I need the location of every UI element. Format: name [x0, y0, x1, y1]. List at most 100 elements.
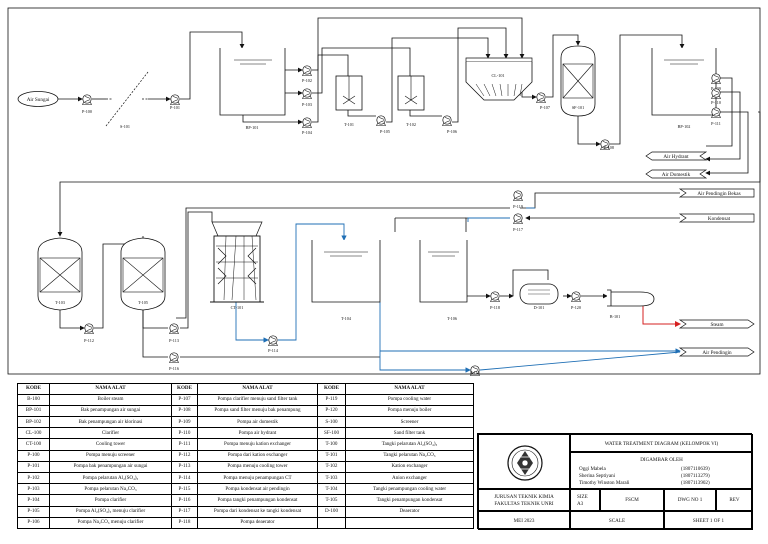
- pump-p118-label: P-118: [490, 305, 500, 310]
- legend-name-cell: Pompa clarifier: [49, 494, 172, 507]
- legend-code-cell: P-120: [317, 404, 346, 418]
- legend-code-cell: S-100: [317, 416, 346, 429]
- pump-p100: P-100: [82, 94, 92, 114]
- rev-cell: REV: [716, 489, 753, 511]
- screener-label: S-101: [120, 124, 130, 129]
- pump-p104-label: P-104: [302, 130, 313, 135]
- cooling-tower-label: CT-101: [231, 305, 244, 310]
- legend-name-cell: Pompa dari kondensat ke tangki kondensat: [197, 505, 318, 518]
- river-source-label: Air Sungai: [27, 97, 50, 103]
- size-cell: SIZE A3: [570, 489, 600, 511]
- legend-code-cell: P-102: [17, 471, 50, 485]
- legend-code-cell: P-107: [171, 393, 198, 406]
- tank-t104-label: T-104: [341, 316, 352, 321]
- legend-name-cell: Pompa air domestik: [197, 416, 318, 429]
- pump-p113-label: P-113: [169, 338, 179, 343]
- legend-name-cell: Pompa menuju cooling tower: [197, 460, 318, 474]
- tank-t101: T-101: [335, 75, 363, 127]
- authors-cell: DIGAMBAR OLEH Oggi Mabela (1807110639) S…: [570, 452, 753, 489]
- legend-code-cell: CL-100: [17, 427, 50, 440]
- legend-code-cell: T-102: [317, 460, 346, 474]
- legend-code-cell: P-100: [17, 449, 50, 462]
- legend-header-code: KODE: [17, 383, 50, 395]
- pump-p102-label: P-102: [302, 78, 312, 83]
- legend-code-cell: P-119: [317, 393, 346, 406]
- legend-name-cell: Screener: [345, 416, 474, 429]
- legend-name-cell: Cooling tower: [49, 438, 172, 451]
- legend-name-cell: Pompa deaerator: [197, 516, 318, 530]
- clarifier-label: CL-101: [491, 73, 504, 78]
- rev-label: REV: [729, 497, 740, 503]
- legend-name-cell: Boiler steam: [49, 393, 172, 406]
- legend-header-name: NAMA ALAT: [345, 383, 474, 395]
- tank-t102: T-102: [397, 75, 425, 127]
- legend-code-cell: P-113: [171, 460, 198, 474]
- pump-p106-label: P-106: [447, 129, 457, 134]
- legend-name-cell: Bak penampungan air sungai: [49, 404, 172, 418]
- pump-p117: P-117: [513, 213, 523, 232]
- legend-header-code: KODE: [317, 383, 346, 395]
- pump-p104: P-104: [302, 117, 313, 135]
- legend-code-cell: D-100: [317, 505, 346, 518]
- legend-code-cell: P-110: [171, 427, 198, 440]
- flag-air-pendingin-label: Air Pendingin: [702, 350, 732, 356]
- legend-name-cell: Pompa tangki penampungan kondensat: [197, 494, 318, 507]
- legend-name-cell: Pompa sand filter menuju bak penampung: [197, 404, 318, 418]
- legend-name-cell: Pompa Al₂(SO₄)₃ menuju clarifier: [49, 505, 172, 518]
- flag-air-domestik-label: Air Domestik: [662, 172, 691, 178]
- flag-air-pendingin-bekas: Air Pendingin Bekas: [678, 188, 755, 198]
- legend-code-cell: P-111: [171, 438, 198, 451]
- flag-air-domestik: Air Domestik: [645, 169, 708, 179]
- legend-code-cell: P-116: [171, 494, 198, 507]
- legend-code-cell: P-101: [17, 460, 50, 474]
- deaerator-label: D-101: [534, 305, 545, 310]
- legend-name-cell: Anion exchanger: [345, 471, 474, 485]
- scale-cell: SCALE: [570, 511, 664, 530]
- pump-p113: P-113: [169, 323, 179, 343]
- flag-steam: Steam: [678, 319, 755, 329]
- boiler-label: B-101: [610, 314, 620, 319]
- logo-cell: [478, 434, 570, 489]
- legend-header-row: KODE NAMA ALAT KODE NAMA ALAT KODE NAMA …: [17, 383, 474, 395]
- legend-name-cell: Pompa menuju penampungan CT: [197, 471, 318, 485]
- legend-code-cell: P-114: [171, 471, 198, 485]
- tank-t101-label: T-101: [344, 122, 354, 127]
- screener: S-101: [105, 71, 149, 129]
- legend-name-cell: Pompa cooling water: [345, 393, 474, 406]
- department-cell: JURUSAN TEKNIK KIMIA FAKULTAS TEKNIK UNR…: [478, 489, 570, 511]
- size-label: SIZE: [577, 494, 588, 500]
- cation-exchanger: T-103: [37, 237, 83, 311]
- pump-p106: P-106: [442, 115, 457, 134]
- department-line: JURUSAN TEKNIK KIMIA: [494, 494, 554, 500]
- pump-p102: P-102: [302, 65, 312, 83]
- legend-code-cell: P-109: [171, 416, 198, 429]
- size-value: A3: [577, 501, 584, 507]
- tank-t106-label: T-106: [447, 316, 457, 321]
- legend-code-cell: P-106: [17, 516, 50, 530]
- legend-code-cell: T-100: [317, 438, 346, 451]
- legend-name-cell: Tangki pelarutan Na₂CO₃: [345, 449, 474, 462]
- legend-name-cell: Tangki pelarutan Al₂(SO₄)₃: [345, 438, 474, 451]
- cation-exchanger-label: T-103: [55, 300, 65, 305]
- pump-p117-label: P-117: [513, 227, 523, 232]
- pump-p114-label: P-114: [268, 348, 279, 353]
- legend-name-cell: Bak penampungan air klorinasi: [49, 416, 172, 429]
- legend-name-cell: [345, 516, 474, 530]
- legend-name-cell: Tangki penampungan cooling water: [345, 483, 474, 496]
- legend-name-cell: Sand filter tank: [345, 427, 474, 440]
- author-name: Timothy Winston Marali: [579, 480, 630, 486]
- legend-code-cell: [317, 516, 346, 530]
- legend-code-cell: T-105: [317, 494, 346, 507]
- flag-air-pendingin-bekas-label: Air Pendingin Bekas: [697, 191, 740, 197]
- legend-name-cell: Kation exchanger: [345, 460, 474, 474]
- drawn-by-label: DIGAMBAR OLEH: [640, 457, 683, 463]
- sheet-label: SHEET 1 OF 1: [692, 518, 725, 524]
- flag-air-pendingin: Air Pendingin: [678, 347, 755, 357]
- sand-filter-label: SF-101: [572, 105, 584, 110]
